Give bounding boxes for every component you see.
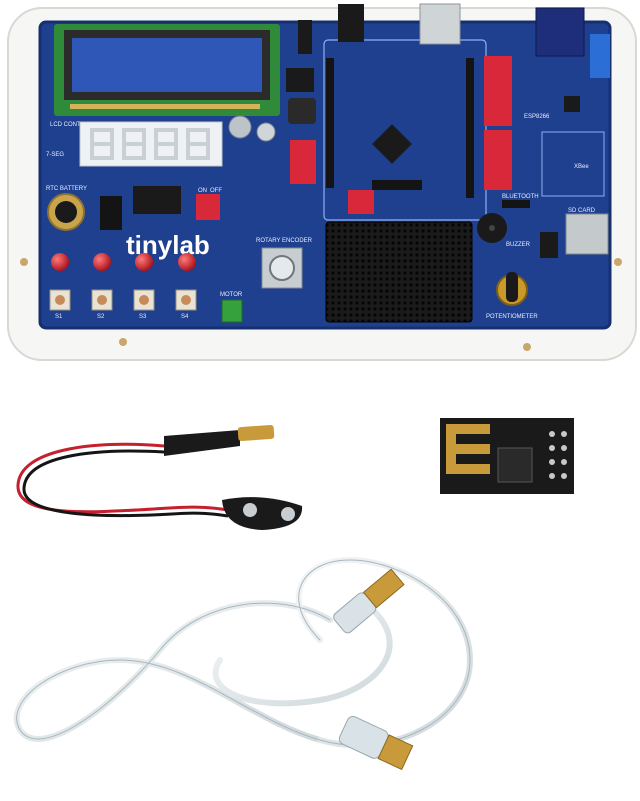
label-motor: MOTOR bbox=[220, 292, 243, 298]
label-s4: S4 bbox=[181, 314, 189, 320]
battery-cable bbox=[16, 424, 303, 530]
usb-b-plug bbox=[338, 715, 414, 771]
label-rtc: RTC BATTERY bbox=[46, 186, 87, 192]
power-jack bbox=[338, 4, 364, 42]
power-switch bbox=[298, 20, 312, 54]
label-s2: S2 bbox=[97, 314, 105, 320]
label-7seg: 7-SEG bbox=[46, 152, 64, 158]
label-dip-off: OFF bbox=[210, 188, 222, 194]
label-lcd-cont: LCD CONT bbox=[50, 122, 81, 128]
esp01-module bbox=[440, 418, 574, 494]
seven-segment-display bbox=[79, 121, 223, 167]
label-s1: S1 bbox=[55, 314, 63, 320]
rotary-encoder bbox=[261, 247, 303, 289]
header-pins-left bbox=[100, 196, 122, 230]
usb-a-plug bbox=[333, 568, 405, 634]
label-esp: ESP8266 bbox=[524, 114, 550, 120]
label-dip-on: ON bbox=[198, 188, 207, 194]
motor-terminal bbox=[221, 299, 243, 323]
lcd-module bbox=[54, 24, 280, 116]
label-xbee: XBee bbox=[574, 164, 589, 170]
arduino-headers bbox=[326, 58, 474, 198]
label-bluetooth: BLUETOOTH bbox=[502, 194, 539, 200]
dip-switches bbox=[196, 56, 512, 220]
capacitors bbox=[228, 115, 276, 142]
push-buttons bbox=[49, 289, 197, 311]
relay-terminal bbox=[590, 34, 610, 78]
bluetooth-header bbox=[502, 200, 530, 208]
sd-card-slot bbox=[565, 213, 609, 255]
xbee-socket bbox=[541, 131, 605, 197]
rtc-battery-holder bbox=[47, 193, 85, 231]
label-s3: S3 bbox=[139, 314, 147, 320]
label-buzzer: BUZZER bbox=[506, 242, 531, 248]
label-pot: POTENTIOMETER bbox=[486, 314, 538, 320]
ic-chips bbox=[133, 68, 580, 258]
usb-cable bbox=[13, 556, 474, 749]
label-rotary: ROTARY ENCODER bbox=[256, 238, 313, 244]
mini-breadboard bbox=[325, 221, 473, 323]
usb-b-port bbox=[419, 3, 461, 45]
relay bbox=[535, 7, 585, 57]
led-row bbox=[51, 253, 196, 271]
usb-cable-outline bbox=[16, 559, 471, 746]
label-sdcard: SD CARD bbox=[568, 208, 596, 214]
